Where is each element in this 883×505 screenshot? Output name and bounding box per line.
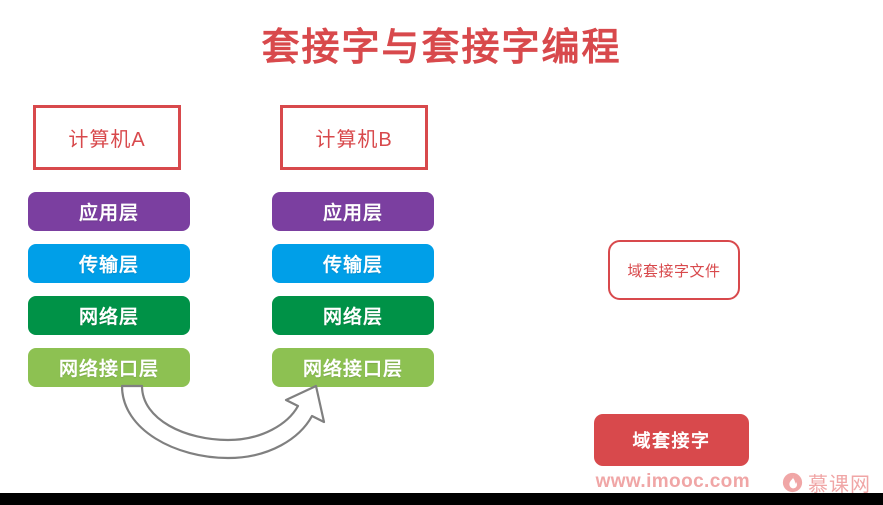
- footer-watermark: www.imooc.com 慕课网: [0, 468, 883, 497]
- layer-label-application-a: 应用层: [78, 203, 139, 224]
- layer-bar-application-a: 应用层: [28, 192, 190, 231]
- domain-socket-file-label: 域套接字文件: [627, 262, 721, 280]
- layer-bar-network-b: 网络层: [272, 296, 434, 335]
- computer-b-layer-stack: 应用层 传输层 网络层 网络接口层: [272, 192, 434, 400]
- domain-socket-button[interactable]: 域套接字: [594, 414, 749, 466]
- computer-a-label: 计算机A: [68, 129, 146, 151]
- layer-bar-network-interface-a: 网络接口层: [28, 348, 190, 387]
- layer-label-network-interface-b: 网络接口层: [302, 359, 403, 380]
- layer-bar-network-a: 网络层: [28, 296, 190, 335]
- footer-url-text: www.imooc.com: [595, 471, 750, 492]
- computer-a-layer-stack: 应用层 传输层 网络层 网络接口层: [28, 192, 190, 400]
- computer-a-box: 计算机A: [33, 105, 181, 170]
- layer-label-transport-a: 传输层: [78, 255, 139, 276]
- layer-bar-transport-a: 传输层: [28, 244, 190, 283]
- layer-bar-network-interface-b: 网络接口层: [272, 348, 434, 387]
- layer-label-network-interface-a: 网络接口层: [58, 359, 159, 380]
- page-title: 套接字与套接字编程: [261, 27, 622, 69]
- footer-brand-name: 慕课网: [808, 473, 871, 496]
- computer-b-label: 计算机B: [315, 129, 393, 151]
- curved-connection-arrow-icon: [120, 384, 326, 460]
- imooc-flame-logo-icon: [782, 472, 803, 492]
- layer-label-network-a: 网络层: [78, 307, 139, 328]
- domain-socket-file-box: 域套接字文件: [608, 240, 740, 300]
- bottom-black-bar: [0, 493, 883, 505]
- layer-bar-transport-b: 传输层: [272, 244, 434, 283]
- layer-bar-application-b: 应用层: [272, 192, 434, 231]
- footer-brand: 慕课网: [782, 468, 871, 497]
- domain-socket-button-label: 域套接字: [632, 431, 711, 451]
- layer-label-network-b: 网络层: [322, 307, 383, 328]
- computer-b-box: 计算机B: [280, 105, 428, 170]
- layer-label-application-b: 应用层: [322, 203, 383, 224]
- layer-label-transport-b: 传输层: [322, 255, 383, 276]
